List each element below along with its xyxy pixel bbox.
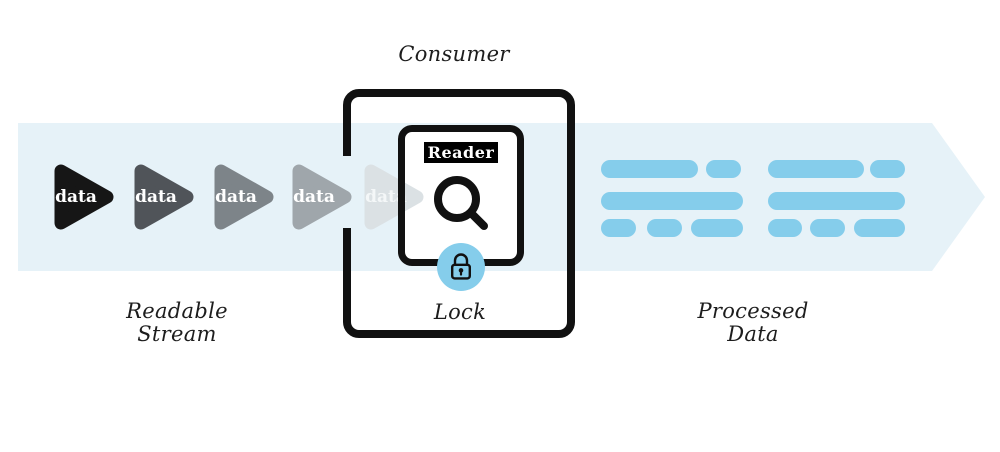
search-icon xyxy=(434,176,488,230)
play-triangle-icon xyxy=(134,164,194,230)
processed-data-bar xyxy=(691,219,743,237)
processed-data-bar xyxy=(854,219,905,237)
processed-data-bar xyxy=(601,160,698,178)
data-chunk-1: data xyxy=(51,164,115,230)
processed-data-label: Processed Data xyxy=(643,300,863,346)
consumer-label: Consumer xyxy=(398,42,510,66)
play-triangle-icon xyxy=(292,164,352,230)
processed-data-bar xyxy=(870,160,905,178)
data-chunk-5: data xyxy=(361,164,425,230)
readable-stream-label-line1: Readable xyxy=(126,299,228,323)
data-chunk-label: data xyxy=(215,187,257,207)
reader-label: Reader xyxy=(423,142,499,163)
processed-data-label-line1: Processed xyxy=(697,299,809,323)
processed-data-bar xyxy=(706,160,741,178)
processed-data-bar xyxy=(601,219,636,237)
lock-badge xyxy=(437,243,485,291)
processed-data-bar xyxy=(810,219,845,237)
processed-data-bar xyxy=(601,192,743,210)
data-chunk-label: data xyxy=(365,187,407,207)
lock-icon xyxy=(450,253,472,280)
data-chunk-label: data xyxy=(135,187,177,207)
data-chunk-label: data xyxy=(293,187,335,207)
data-chunk-4: data xyxy=(289,164,353,230)
play-triangle-icon xyxy=(54,164,114,230)
processed-data-group-2 xyxy=(768,160,905,238)
processed-data-bar xyxy=(768,192,905,210)
processed-data-group-1 xyxy=(601,160,743,238)
readable-stream-label: Readable Stream xyxy=(67,300,287,346)
processed-data-bar xyxy=(768,219,802,237)
data-chunk-label: data xyxy=(55,187,97,207)
play-triangle-icon xyxy=(364,164,424,230)
lock-label: Lock xyxy=(433,300,487,324)
processed-data-bar xyxy=(768,160,864,178)
processed-data-bar xyxy=(647,219,682,237)
play-triangle-icon xyxy=(214,164,274,230)
readable-stream-label-line2: Stream xyxy=(137,322,217,346)
data-chunk-3: data xyxy=(211,164,275,230)
processed-data-label-line2: Data xyxy=(727,322,779,346)
data-chunk-2: data xyxy=(131,164,195,230)
reader-label-row: Reader xyxy=(398,142,524,163)
